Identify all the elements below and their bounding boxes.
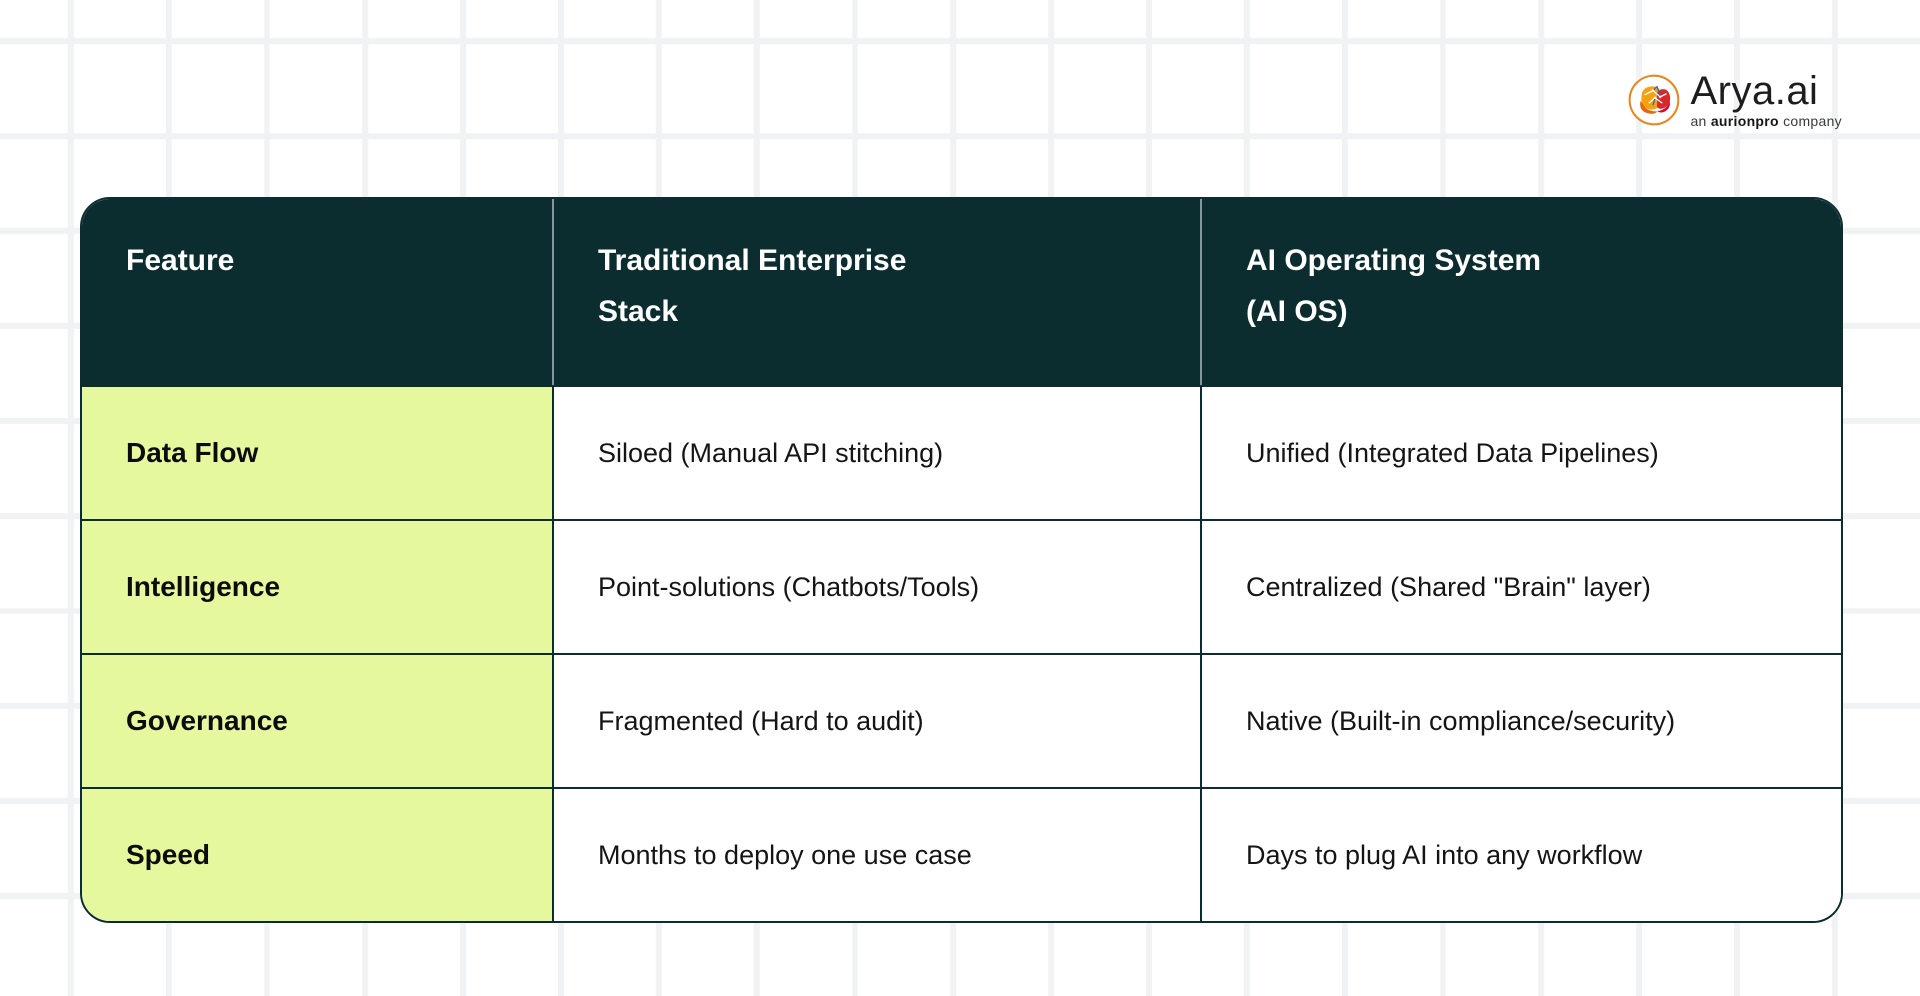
header-line: Stack: [598, 295, 679, 328]
cell-feature-speed: Speed: [82, 787, 552, 921]
cell-aios-governance: Native (Built-in compliance/security): [1200, 653, 1841, 787]
cell-traditional-data-flow: Siloed (Manual API stitching): [552, 385, 1200, 519]
tagline-suffix: company: [1783, 113, 1842, 129]
tagline-company: aurionpro: [1710, 113, 1779, 129]
brand-name: Arya.ai: [1690, 69, 1819, 113]
cell-traditional-speed: Months to deploy one use case: [552, 787, 1200, 921]
tagline-prefix: an: [1690, 113, 1707, 129]
header-cell-traditional-stack: Traditional Enterprise Stack: [552, 199, 1200, 385]
header-line: (AI OS): [1246, 295, 1348, 328]
brand-text-block: Arya.ai an aurionpro company: [1690, 70, 1842, 129]
header-cell-feature: Feature: [82, 199, 552, 385]
cell-aios-speed: Days to plug AI into any workflow: [1200, 787, 1841, 921]
cell-feature-data-flow: Data Flow: [82, 385, 552, 519]
comparison-table: Feature Traditional Enterprise Stack AI …: [80, 197, 1843, 923]
header-cell-ai-os: AI Operating System (AI OS): [1200, 199, 1841, 385]
cell-feature-governance: Governance: [82, 653, 552, 787]
cell-aios-intelligence: Centralized (Shared "Brain" layer): [1200, 519, 1841, 653]
header-line: AI Operating System: [1246, 244, 1542, 277]
cell-aios-data-flow: Unified (Integrated Data Pipelines): [1200, 385, 1841, 519]
header-line: Feature: [126, 244, 235, 277]
brain-logo-icon: [1629, 74, 1680, 125]
header-line: Traditional Enterprise: [598, 244, 907, 277]
brand-tagline: an aurionpro company: [1690, 113, 1842, 129]
cell-traditional-intelligence: Point-solutions (Chatbots/Tools): [552, 519, 1200, 653]
cell-feature-intelligence: Intelligence: [82, 519, 552, 653]
brand-logo: Arya.ai an aurionpro company: [1628, 70, 1842, 129]
cell-traditional-governance: Fragmented (Hard to audit): [552, 653, 1200, 787]
